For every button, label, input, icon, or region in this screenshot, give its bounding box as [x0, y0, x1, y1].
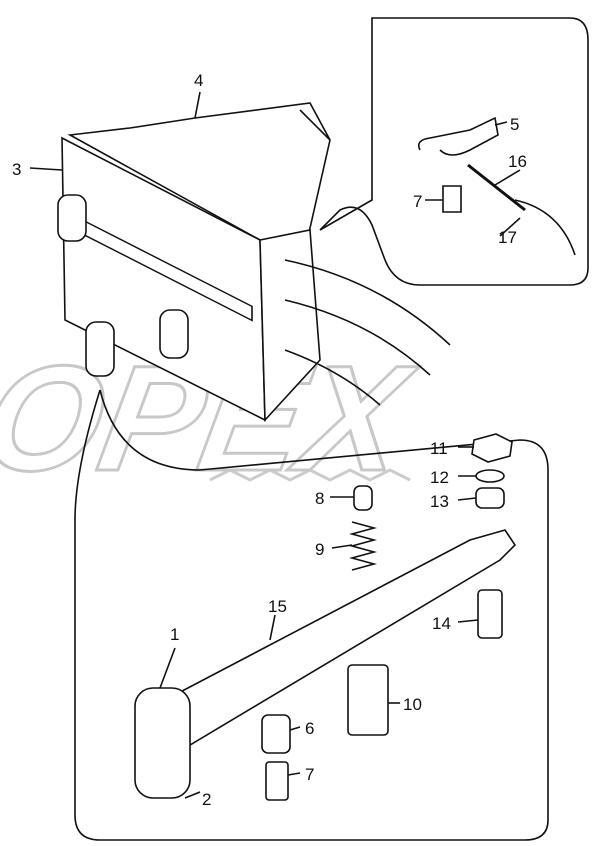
callout-11: 11	[430, 439, 448, 458]
callout-10: 10	[403, 695, 422, 714]
callout-13: 13	[430, 492, 449, 511]
callout-15: 15	[268, 597, 287, 616]
callout-9: 9	[315, 540, 324, 559]
callout-14: 14	[432, 614, 451, 633]
conduit-part-17	[514, 199, 576, 256]
callout-12: 12	[430, 468, 449, 487]
washer-part-12	[475, 469, 505, 483]
callout-7a: 7	[413, 192, 422, 211]
callout-16: 16	[508, 152, 527, 171]
bolt-part-7b	[265, 761, 289, 801]
callout-3: 3	[12, 160, 21, 179]
nut-part-11	[471, 433, 513, 463]
bolt-part-14	[477, 589, 503, 639]
lever-arm-part-15	[163, 529, 517, 747]
callout-17: 17	[498, 228, 517, 247]
pin-part-8	[353, 485, 373, 511]
callout-6: 6	[305, 719, 314, 738]
bolt-part-7a	[442, 185, 462, 213]
callout-1: 1	[170, 625, 179, 644]
bushing-part-13	[475, 487, 505, 509]
screw-part-6	[261, 714, 291, 754]
callout-7b: 7	[305, 765, 314, 784]
callout-2: 2	[202, 790, 211, 809]
spring-part-9	[348, 521, 378, 571]
coupling-part-10	[347, 664, 389, 736]
callout-4: 4	[194, 71, 203, 90]
callout-8: 8	[315, 489, 324, 508]
knob-part-1	[134, 687, 191, 799]
clip-part-5	[417, 116, 499, 156]
detail-outline-bottom	[74, 389, 549, 841]
leader-lines	[29, 91, 521, 799]
control-bracket-assembly	[57, 102, 451, 422]
callout-5: 5	[510, 115, 519, 134]
cable-part-16	[467, 163, 526, 212]
detail-outline-top	[319, 17, 589, 286]
